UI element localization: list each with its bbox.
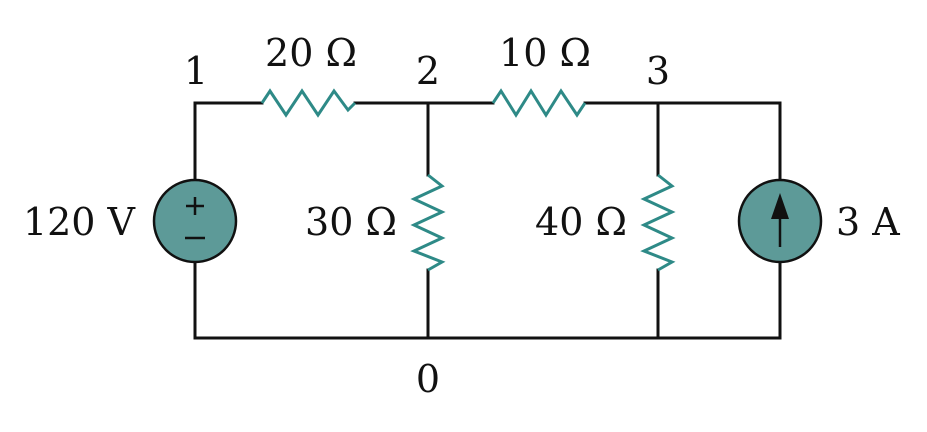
- wires: [193, 101, 782, 340]
- resistor-30-ohm: [410, 173, 446, 272]
- voltage-source-label: 120 V: [23, 200, 136, 244]
- resistor-10-ohm-label: 10 Ω: [499, 31, 591, 75]
- resistor-40-ohm-label: 40 Ω: [535, 200, 627, 244]
- voltage-source-circle: [152, 178, 238, 264]
- node-label-1: 1: [184, 49, 208, 93]
- node-label-2: 2: [416, 49, 440, 93]
- resistor-20-ohm: [260, 88, 357, 118]
- node-label-3: 3: [646, 49, 670, 93]
- voltage-source: [152, 178, 238, 264]
- node-label-0: 0: [416, 357, 440, 401]
- current-source-label: 3 A: [836, 200, 900, 244]
- resistor-20-ohm-label: 20 Ω: [265, 31, 357, 75]
- plus-icon: [186, 197, 204, 215]
- resistor-30-ohm-label: 30 Ω: [305, 200, 397, 244]
- current-source: [737, 178, 823, 264]
- resistor-40-ohm: [640, 173, 676, 272]
- resistor-10-ohm: [491, 88, 587, 118]
- arrow-up-icon: [771, 193, 789, 247]
